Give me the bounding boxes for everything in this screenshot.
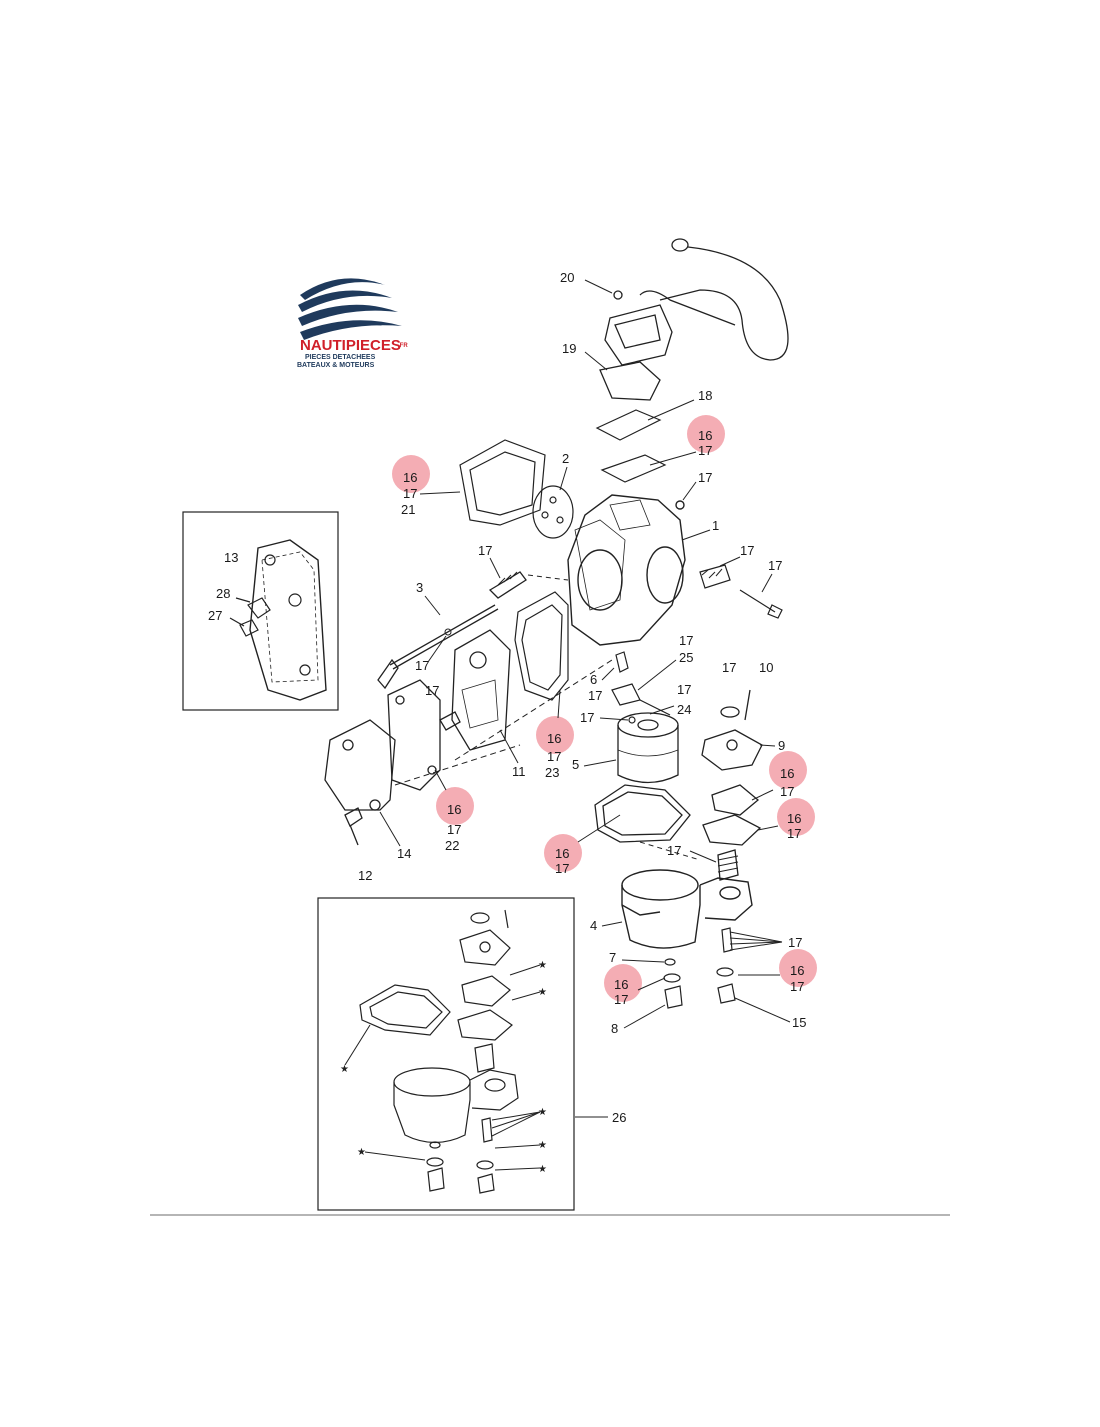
svg-text:17: 17 — [403, 486, 417, 501]
label-17-right-a: 17 — [740, 543, 754, 558]
label-17-lever: 17 — [478, 543, 492, 558]
label-17-spring: 17 — [667, 843, 681, 858]
label-9: 9 — [778, 738, 785, 753]
label-24: 24 — [677, 702, 691, 717]
svg-text:17: 17 — [447, 822, 461, 837]
svg-text:16: 16 — [547, 731, 561, 746]
highlight-16a[interactable]: 16 17 — [687, 415, 725, 458]
drain-parts — [663, 927, 736, 1009]
svg-text:★: ★ — [538, 1140, 547, 1151]
label-17-10: 17 — [722, 660, 736, 675]
label-3: 3 — [416, 580, 423, 595]
logo-boat-icon — [298, 278, 402, 340]
label-5: 5 — [572, 757, 579, 772]
svg-text:22: 22 — [445, 838, 459, 853]
float — [617, 712, 679, 784]
svg-text:17: 17 — [555, 861, 569, 876]
svg-text:16: 16 — [614, 977, 628, 992]
svg-text:17: 17 — [787, 826, 801, 841]
solenoid-assembly — [599, 238, 789, 401]
label-28: 28 — [216, 586, 230, 601]
svg-text:16: 16 — [555, 846, 569, 861]
highlight-16g[interactable]: 16 17 — [544, 834, 582, 876]
highlight-16c[interactable]: 16 17 23 — [536, 716, 574, 780]
label-19: 19 — [562, 341, 576, 356]
repair-kit-box — [317, 897, 575, 1211]
label-7: 7 — [609, 950, 616, 965]
svg-text:★: ★ — [538, 960, 547, 971]
label-6: 6 — [590, 672, 597, 687]
label-26: 26 — [612, 1110, 626, 1125]
label-1: 1 — [712, 518, 719, 533]
label-17-6: 17 — [588, 688, 602, 703]
svg-text:17: 17 — [547, 749, 561, 764]
label-17-right-b: 17 — [768, 558, 782, 573]
label-25: 25 — [679, 650, 693, 665]
label-8: 8 — [611, 1021, 618, 1036]
svg-text:17: 17 — [780, 784, 794, 799]
svg-text:16: 16 — [780, 766, 794, 781]
label-20: 20 — [560, 270, 574, 285]
brand-logo: NAUTIPIECES .FR PIECES DETACHEES BATEAUX… — [297, 278, 408, 369]
label-17-screw: 17 — [425, 683, 439, 698]
label-17-25: 17 — [679, 633, 693, 648]
logo-tagline-2: BATEAUX & MOTEURS — [297, 362, 375, 369]
label-14: 14 — [397, 846, 411, 861]
throttle-shaft — [377, 571, 527, 690]
carburettor-body — [567, 494, 686, 646]
pump-cover — [324, 679, 441, 846]
svg-text:★: ★ — [357, 1147, 366, 1158]
svg-text:21: 21 — [401, 502, 415, 517]
diaphragm-and-gasket — [459, 439, 574, 539]
kit-stars: ★ ★ ★ ★ ★ ★ ★ — [340, 960, 547, 1175]
needle-parts — [611, 651, 671, 724]
label-12: 12 — [358, 868, 372, 883]
svg-text:★: ★ — [340, 1064, 349, 1075]
float-bowl-gasket — [594, 784, 691, 843]
svg-text:16: 16 — [787, 811, 801, 826]
label-10: 10 — [759, 660, 773, 675]
label-17-mid: 17 — [415, 658, 429, 673]
highlight-16f[interactable]: 16 17 22 — [436, 787, 474, 853]
svg-text:16: 16 — [698, 428, 712, 443]
bowl-gasket — [514, 591, 569, 701]
highlight-16d[interactable]: 16 17 — [769, 751, 807, 799]
accelerator-pump — [701, 689, 763, 881]
idle-screw — [699, 564, 783, 619]
svg-text:17: 17 — [790, 979, 804, 994]
label-17-top: 17 — [698, 470, 712, 485]
highlight-16i[interactable]: 16 17 — [779, 949, 817, 994]
float-bowl — [621, 869, 753, 949]
label-17-24: 17 — [677, 682, 691, 697]
label-15: 15 — [792, 1015, 806, 1030]
svg-text:★: ★ — [538, 1164, 547, 1175]
inset-cover-detail — [182, 511, 339, 711]
highlight-16h[interactable]: 16 17 — [604, 964, 642, 1007]
svg-text:16: 16 — [403, 470, 417, 485]
highlight-16b[interactable]: 16 17 21 — [392, 455, 430, 517]
kit-star-markers — [344, 964, 541, 1171]
label-17-23-dot: 17 — [580, 710, 594, 725]
svg-text:16: 16 — [790, 963, 804, 978]
label-11: 11 — [512, 764, 526, 779]
label-27: 27 — [208, 608, 222, 623]
svg-text:17: 17 — [698, 443, 712, 458]
label-17-group: 17 — [788, 935, 802, 950]
label-18: 18 — [698, 388, 712, 403]
logo-suffix: .FR — [398, 343, 408, 349]
gasket-plates — [595, 409, 667, 483]
svg-text:16: 16 — [447, 802, 461, 817]
logo-wordmark: NAUTIPIECES — [300, 337, 401, 354]
label-2: 2 — [562, 451, 569, 466]
svg-text:★: ★ — [538, 1107, 547, 1118]
label-13: 13 — [224, 550, 238, 565]
label-4: 4 — [590, 918, 597, 933]
svg-text:★: ★ — [538, 987, 547, 998]
svg-text:17: 17 — [614, 992, 628, 1007]
highlight-16e[interactable]: 16 17 — [777, 798, 815, 841]
svg-text:23: 23 — [545, 765, 559, 780]
logo-tagline-1: PIECES DETACHEES — [305, 354, 376, 361]
